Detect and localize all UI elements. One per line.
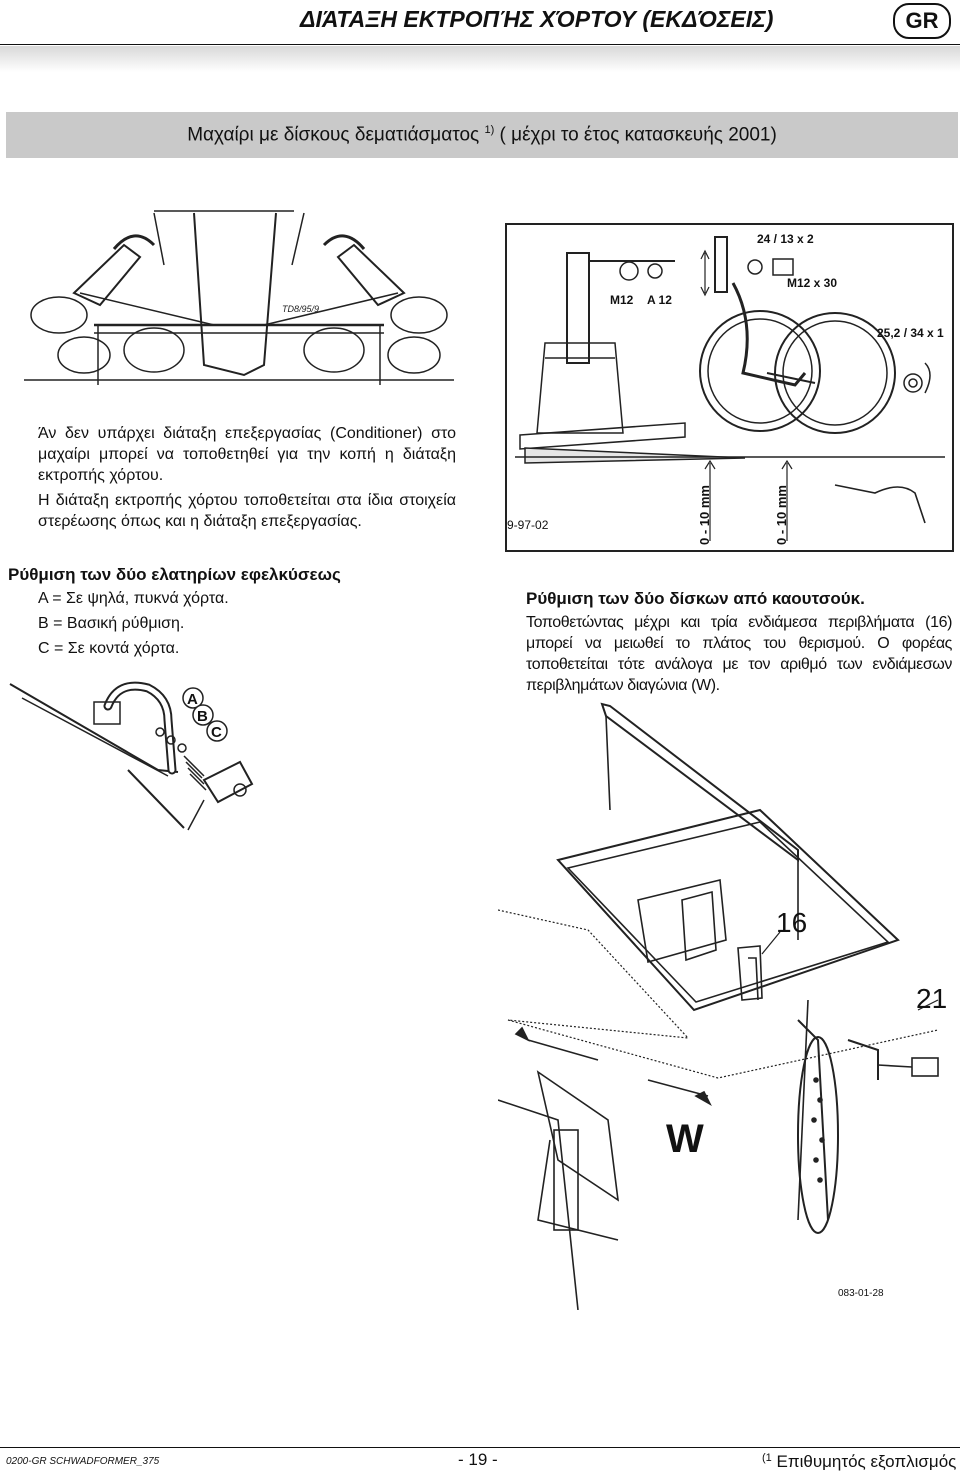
springs-heading: Ρύθμιση των δύο ελατηρίων εφελκύσεως — [8, 565, 341, 584]
spring-pos-a-label: A — [187, 691, 198, 708]
page-number: - 19 - — [458, 1450, 498, 1469]
language-badge: GR — [893, 3, 951, 39]
header-shadow-band — [0, 46, 960, 72]
label-bolt-m12x30: M12 x 30 — [787, 276, 837, 290]
spring-option-c: C = Σε κοντά χόρτα. — [38, 640, 180, 657]
footer-note-text: Επιθυμητός εξοπλισμός — [776, 1452, 957, 1471]
clearance-label-right: 0 - 10 mm — [774, 485, 789, 545]
rubber-disc-assembly-figure: 24 / 13 x 2 M12 A 12 M12 x 30 25,2 / 34 … — [505, 223, 954, 552]
label-washer-25: 25,2 / 34 x 1 — [877, 326, 944, 340]
spring-option-b: B = Βασική ρύθμιση. — [38, 615, 185, 632]
intro-paragraph: Άν δεν υπάρχει διάταξη επεξεργασίας (Con… — [38, 425, 456, 484]
label-washer-24: 24 / 13 x 2 — [757, 232, 814, 246]
label-nut-m12: M12 — [610, 293, 634, 307]
section-title-tail: ( μέχρι το έτος κατασκευής 2001) — [499, 124, 777, 146]
footnote-ref: 1) — [484, 124, 495, 136]
page-title: ΔΙΆΤΑΞΗ ΕΚΤΡΟΠΉΣ ΧΌΡΤΟΥ (ΕΚΔΌΣΕΙΣ) — [300, 6, 774, 32]
footer-note-ref: (1 — [762, 1452, 772, 1464]
spring-settings-figure: A B C — [9, 681, 254, 831]
carrier-spacer-figure: 16 21 W 083-01-28 — [498, 702, 947, 1310]
spring-option-a: A = Σε ψηλά, πυκνά χόρτα. — [38, 590, 229, 607]
footer-doc-code: 0200-GR SCHWADFORMER_375 — [6, 1456, 160, 1467]
fig2-code: 9-97-02 — [507, 518, 549, 532]
fig1-label: TD8/95/9 — [282, 304, 319, 314]
section-title-main: Μαχαίρι με δίσκους δεματιάσματος — [187, 124, 480, 146]
spring-pos-c-label: C — [211, 724, 222, 741]
spring-pos-b-label: B — [197, 708, 208, 725]
part-21-label: 21 — [916, 983, 947, 1014]
clearance-label-left: 0 - 10 mm — [697, 485, 712, 545]
part-16-label: 16 — [776, 907, 807, 938]
w-angle-label: W — [666, 1117, 704, 1161]
section-banner: Μαχαίρι με δίσκους δεματιάσματος 1) ( μέ… — [6, 112, 958, 158]
fig4-code: 083-01-28 — [838, 1288, 884, 1299]
discs-paragraph: Τοποθετώντας μέχρι και τρία ενδιάμεσα πε… — [526, 614, 952, 694]
label-washer-a12: A 12 — [647, 293, 672, 307]
header-rule — [0, 44, 960, 45]
footer-rule — [0, 1447, 960, 1448]
discs-heading: Ρύθμιση των δύο δίσκων από καουτσούκ. — [526, 589, 865, 608]
mower-front-view-figure: TD8/95/9 — [24, 210, 454, 385]
footer-note: (1 Επιθυμητός εξοπλισμός — [762, 1452, 956, 1472]
section-title: Μαχαίρι με δίσκους δεματιάσματος 1) ( μέ… — [6, 124, 958, 146]
mounting-paragraph: Η διάταξη εκτροπής χόρτου τοποθετείται σ… — [38, 492, 456, 530]
